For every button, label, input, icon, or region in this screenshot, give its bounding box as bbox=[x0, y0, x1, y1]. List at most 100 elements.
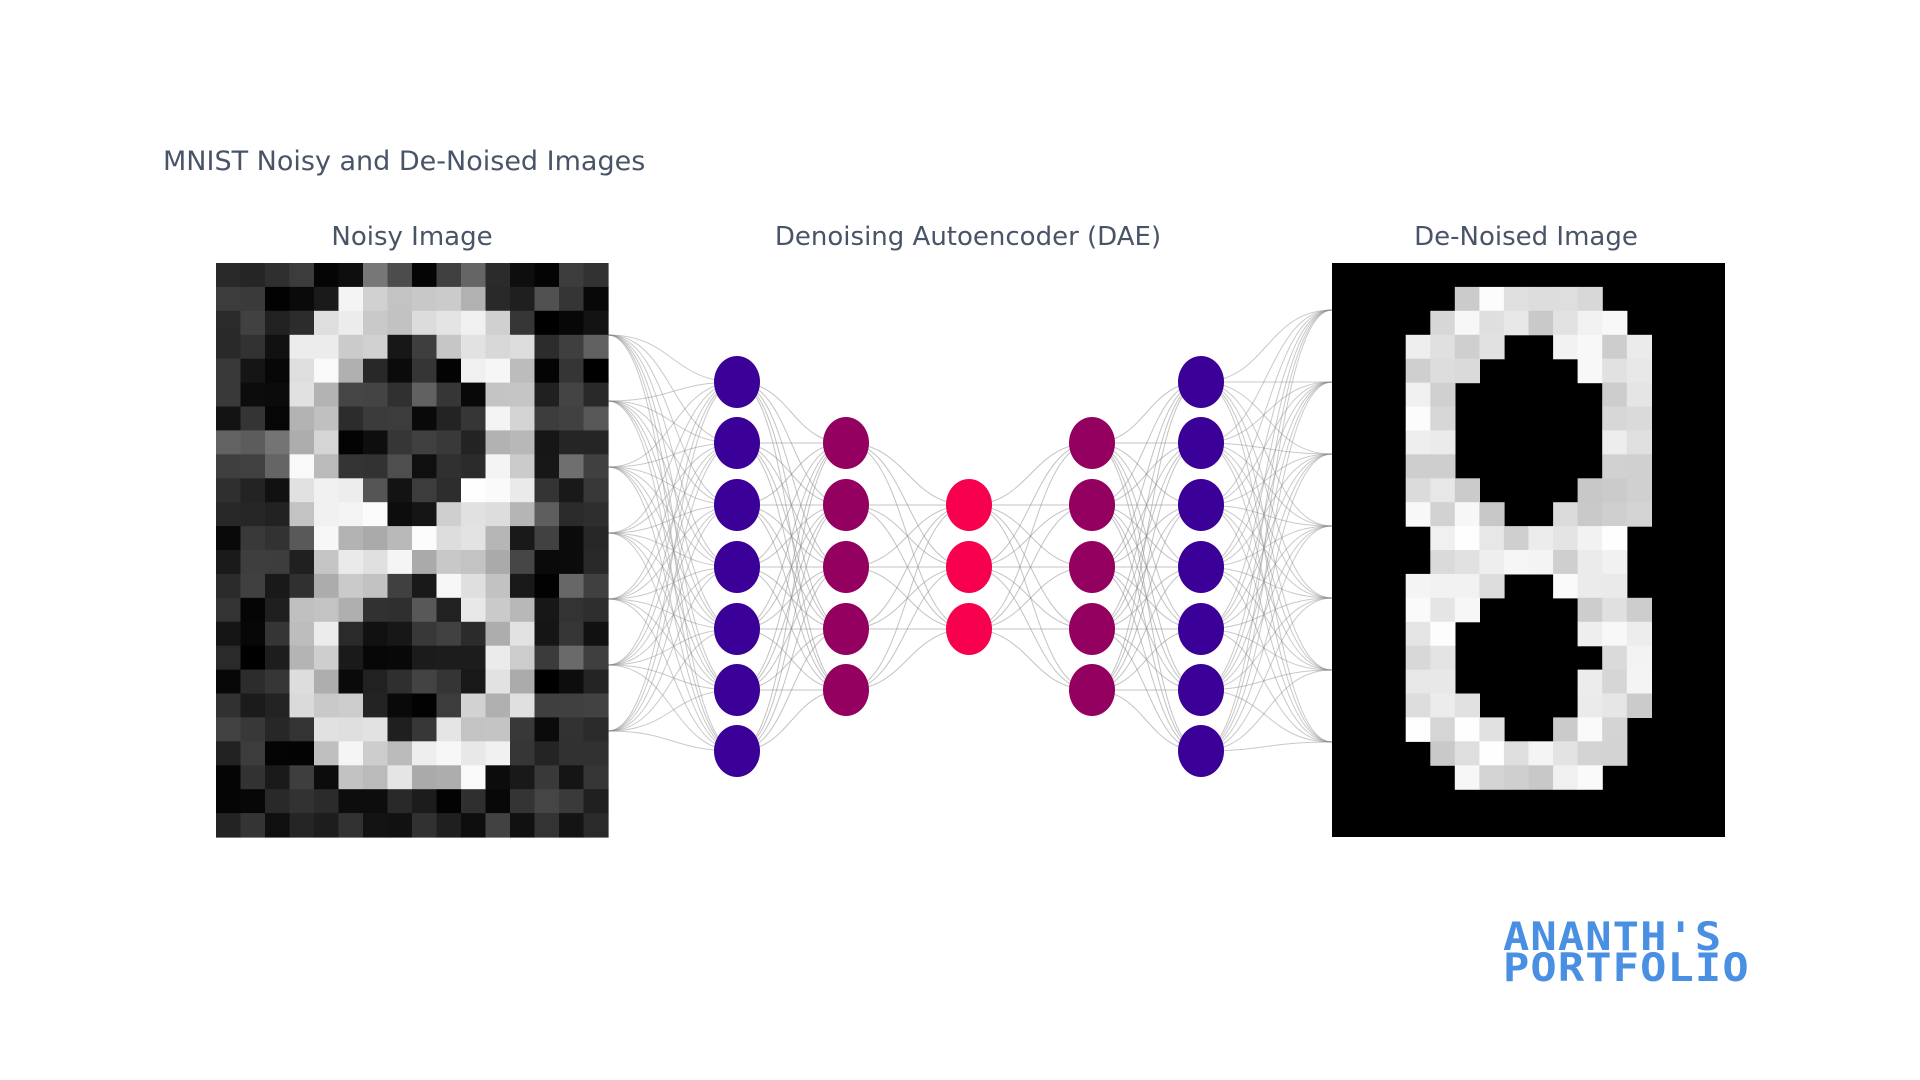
connection-line bbox=[607, 334, 738, 506]
connection-line bbox=[607, 532, 738, 752]
noisy-pixel bbox=[461, 645, 487, 671]
denoised-pixel bbox=[1577, 478, 1603, 503]
denoised-pixel bbox=[1454, 573, 1480, 599]
noisy-image-pixels bbox=[216, 263, 609, 838]
noisy-pixel bbox=[289, 310, 315, 336]
noisy-pixel bbox=[534, 382, 560, 408]
denoised-pixel bbox=[1602, 741, 1628, 766]
noisy-pixel bbox=[265, 334, 291, 360]
noisy-pixel bbox=[240, 741, 266, 766]
noisy-pixel bbox=[216, 573, 242, 599]
denoised-pixel bbox=[1553, 717, 1579, 742]
noisy-pixel bbox=[338, 430, 364, 455]
noisy-pixel bbox=[265, 645, 291, 671]
noisy-pixel bbox=[216, 406, 242, 431]
noisy-pixel bbox=[216, 621, 242, 647]
noisy-pixel bbox=[559, 765, 585, 790]
noisy-pixel bbox=[314, 669, 340, 695]
noisy-pixel bbox=[387, 693, 413, 718]
noisy-pixel bbox=[289, 693, 315, 718]
denoised-pixel bbox=[1430, 502, 1456, 527]
denoised-pixel bbox=[1602, 358, 1628, 384]
noisy-pixel bbox=[510, 597, 536, 623]
noisy-pixel bbox=[559, 693, 585, 718]
denoised-pixel bbox=[1430, 478, 1456, 503]
connection-line bbox=[1200, 381, 1333, 568]
noisy-pixel bbox=[461, 358, 487, 384]
noisy-pixel bbox=[485, 597, 511, 623]
denoised-pixel bbox=[1602, 597, 1628, 623]
denoised-pixel bbox=[1479, 502, 1505, 527]
noisy-pixel bbox=[338, 597, 364, 623]
connection-line bbox=[1200, 566, 1333, 743]
noisy-pixel bbox=[461, 430, 487, 455]
denoised-pixel bbox=[1528, 741, 1554, 766]
noisy-pixel bbox=[216, 263, 242, 288]
noisy-pixel bbox=[583, 669, 609, 695]
noisy-pixel bbox=[363, 478, 389, 503]
noisy-pixel bbox=[436, 573, 462, 599]
noisy-pixel bbox=[559, 502, 585, 527]
denoised-pixel bbox=[1626, 454, 1652, 479]
noisy-pixel bbox=[338, 550, 364, 575]
noisy-pixel bbox=[461, 406, 487, 431]
noisy-pixel bbox=[559, 597, 585, 623]
noisy-pixel bbox=[363, 430, 389, 455]
denoised-pixel bbox=[1479, 717, 1505, 742]
noisy-pixel bbox=[314, 621, 340, 647]
noisy-pixel bbox=[363, 765, 389, 790]
noisy-pixel bbox=[363, 573, 389, 599]
noisy-pixel bbox=[387, 406, 413, 431]
noisy-pixel bbox=[338, 573, 364, 599]
noisy-pixel bbox=[265, 382, 291, 408]
connection-line bbox=[1200, 381, 1333, 752]
denoised-pixel bbox=[1602, 478, 1628, 503]
denoised-pixel bbox=[1503, 741, 1530, 766]
noisy-pixel bbox=[387, 621, 413, 647]
denoised-pixel bbox=[1454, 310, 1480, 336]
noisy-pixel bbox=[510, 334, 536, 360]
noisy-pixel bbox=[240, 693, 266, 718]
noisy-pixel bbox=[363, 406, 389, 431]
denoised-pixel bbox=[1602, 406, 1628, 431]
noisy-pixel bbox=[436, 789, 462, 814]
noisy-pixel bbox=[265, 454, 291, 479]
noisy-pixel bbox=[289, 382, 315, 408]
noisy-pixel bbox=[240, 406, 266, 431]
noisy-pixel bbox=[314, 550, 340, 575]
noisy-pixel bbox=[510, 645, 536, 671]
noisy-pixel bbox=[559, 550, 585, 575]
noisy-pixel bbox=[461, 263, 487, 288]
noisy-pixel bbox=[289, 741, 315, 766]
noisy-pixel bbox=[485, 310, 511, 336]
denoised-pixel bbox=[1479, 550, 1505, 575]
denoised-image-title: De-Noised Image bbox=[1414, 222, 1638, 252]
noisy-pixel bbox=[387, 550, 413, 575]
logo-line-1: ANANTH'S bbox=[1503, 915, 1723, 960]
noisy-pixel bbox=[485, 813, 511, 838]
noisy-pixel bbox=[559, 717, 585, 742]
decoder-hidden-neuron bbox=[1069, 664, 1115, 716]
noisy-pixel bbox=[436, 813, 462, 838]
noisy-pixel bbox=[387, 813, 413, 838]
noisy-pixel bbox=[485, 621, 511, 647]
noisy-pixel bbox=[412, 502, 438, 527]
noisy-pixel bbox=[559, 430, 585, 455]
noisy-pixel bbox=[485, 406, 511, 431]
noisy-pixel bbox=[363, 286, 389, 312]
noisy-pixel bbox=[240, 669, 266, 695]
denoised-pixel bbox=[1602, 573, 1628, 599]
noisy-pixel bbox=[461, 765, 487, 790]
noisy-pixel bbox=[265, 263, 291, 288]
noisy-pixel bbox=[265, 573, 291, 599]
noisy-pixel bbox=[534, 717, 560, 742]
noisy-pixel bbox=[387, 765, 413, 790]
denoised-pixel bbox=[1577, 717, 1603, 742]
denoised-pixel bbox=[1602, 310, 1628, 336]
noisy-pixel bbox=[485, 741, 511, 766]
noisy-pixel bbox=[461, 717, 487, 742]
noisy-pixel bbox=[534, 502, 560, 527]
noisy-pixel bbox=[485, 717, 511, 742]
noisy-pixel bbox=[534, 334, 560, 360]
noisy-pixel bbox=[485, 573, 511, 599]
